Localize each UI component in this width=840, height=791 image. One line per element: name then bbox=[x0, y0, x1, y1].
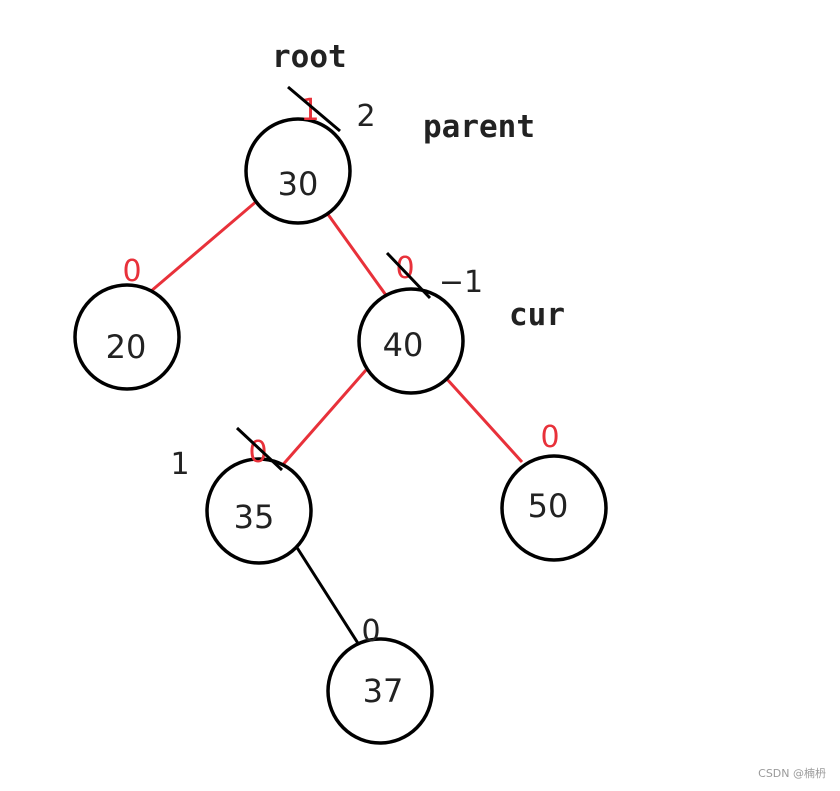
watermark: CSDN @楠枬 bbox=[758, 767, 826, 780]
node-value: 20 bbox=[106, 328, 147, 366]
node-value: 37 bbox=[363, 672, 404, 710]
node-value: 30 bbox=[278, 165, 319, 203]
balance-factor-new-35: 1 bbox=[170, 447, 189, 482]
edge-30-40 bbox=[320, 205, 390, 299]
edge-35-37 bbox=[294, 545, 363, 649]
node-circle bbox=[244, 117, 352, 225]
node-35: 35 bbox=[205, 457, 313, 565]
root-label: root bbox=[272, 39, 347, 75]
node-circle bbox=[500, 454, 608, 562]
parent-label: parent bbox=[423, 109, 535, 145]
node-20: 20 bbox=[73, 283, 181, 391]
edge-40-35 bbox=[278, 369, 368, 469]
edge-30-20 bbox=[149, 198, 259, 294]
node-circle bbox=[326, 637, 434, 745]
node-circle bbox=[205, 457, 313, 565]
balance-factor-new-40: −1 bbox=[439, 265, 483, 300]
strike-mark bbox=[235, 426, 284, 472]
strike-mark bbox=[385, 251, 432, 300]
node-value: 35 bbox=[234, 498, 275, 536]
balance-factor-new-37: 0 bbox=[361, 614, 380, 649]
node-circle bbox=[357, 287, 465, 395]
node-30: 30 bbox=[244, 117, 352, 225]
edge-40-50 bbox=[444, 376, 524, 464]
node-circle bbox=[73, 283, 181, 391]
balance-factor-new-30: 2 bbox=[356, 99, 375, 134]
balance-factor-old-20: 0 bbox=[122, 254, 141, 289]
balance-factor-old-50: 0 bbox=[540, 420, 559, 455]
node-40: 40 bbox=[357, 287, 465, 395]
node-37: 37 bbox=[326, 637, 434, 745]
node-50: 50 bbox=[500, 454, 608, 562]
node-value: 40 bbox=[383, 326, 424, 364]
strike-mark bbox=[287, 85, 341, 133]
node-value: 50 bbox=[528, 487, 569, 525]
cur-label: cur bbox=[509, 297, 565, 333]
